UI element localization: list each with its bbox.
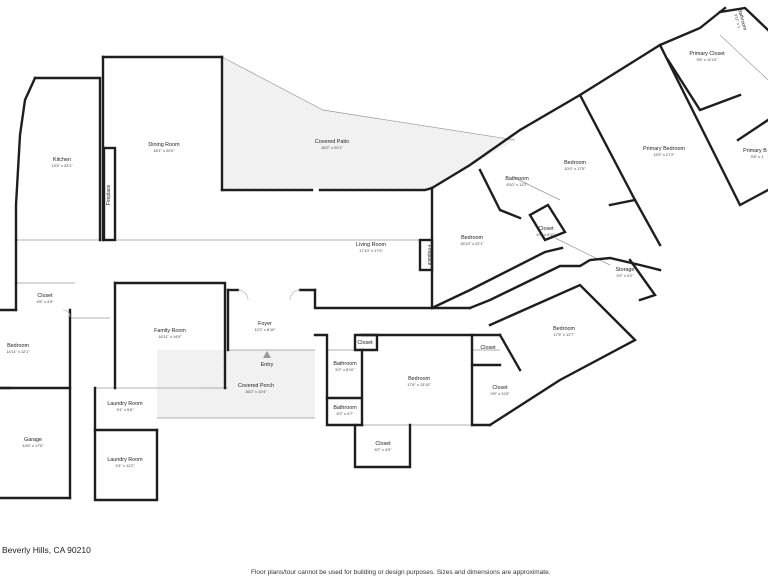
entry-marker-icon xyxy=(263,351,271,358)
bathroom-b-dim: 5'2" x 4'7" xyxy=(336,411,354,416)
bedroom-southeast-name: Bedroom xyxy=(553,326,575,332)
walls xyxy=(0,6,768,502)
bathroom-a-name: Bathroom xyxy=(333,361,357,367)
entry-name: Entry xyxy=(261,362,274,368)
closet-east-a-name: Closet xyxy=(480,345,496,351)
closet-west-name: Closet xyxy=(37,293,53,299)
living-room-dim: 17'10" x 17'0" xyxy=(359,248,383,253)
door-swings xyxy=(62,289,301,389)
bedroom-west-dim: 14'11" x 12'1" xyxy=(6,349,30,354)
bathroom-ne-dim: 8'10" x 11'2" xyxy=(506,182,528,187)
laundry-1-name: Laundry Room xyxy=(107,401,143,407)
covered-patio-name: Covered Patio xyxy=(315,139,349,145)
bedroom-northeast-name: Bedroom xyxy=(461,235,483,241)
dining-room-name: Dining Room xyxy=(148,142,180,148)
room-labels: Kitchen 13'3" x 25'1" Dining Room 18'1" … xyxy=(6,8,767,468)
covered-patio-dim: 45'2" x 20'1" xyxy=(321,145,343,150)
storage-name: Storage xyxy=(616,267,635,273)
covered-porch-dim: 36'2" x 10'4" xyxy=(245,389,267,394)
covered-porch-name: Covered Porch xyxy=(238,383,274,389)
entry-area xyxy=(228,350,315,390)
primary-bedroom-name: Primary Bedroom xyxy=(643,146,685,152)
bathroom-b-name: Bathroom xyxy=(333,405,357,411)
fireplace-dining-label: Fireplace xyxy=(106,185,112,206)
living-room-name: Living Room xyxy=(356,242,386,248)
bedroom-west-name: Bedroom xyxy=(7,343,29,349)
bedroom-center-dim: 17'6" x 13'10" xyxy=(407,382,431,387)
room-outlines xyxy=(16,34,768,431)
kitchen-name: Kitchen xyxy=(53,157,71,163)
closet-west-dim: 4'6" x 4'9" xyxy=(36,299,54,304)
fireplace-living-label: Fireplace xyxy=(426,245,432,266)
primary-closet-dim: 9'8" x 11'10" xyxy=(696,57,718,62)
closet-ne-dim: 6'9" x 5'11" xyxy=(537,232,557,237)
property-address: Beverly Hills, CA 90210 xyxy=(2,545,91,555)
family-room-name: Family Room xyxy=(154,328,186,334)
bedroom-northeast-dim: 15'10" x 22'1" xyxy=(460,241,484,246)
bathroom-ne-name: Bathroom xyxy=(505,176,529,182)
laundry-2-name: Laundry Room xyxy=(107,457,143,463)
bedroom-upper-name: Bedroom xyxy=(564,160,586,166)
closet-hall-name: Closet xyxy=(357,340,373,346)
bathroom-a-dim: 5'2" x 8'10" xyxy=(335,367,355,372)
primary-closet-name: Primary Closet xyxy=(689,51,725,57)
bedroom-upper-dim: 10'0" x 17'5" xyxy=(564,166,586,171)
closet-ne-name: Closet xyxy=(538,226,554,232)
covered-patio-area xyxy=(222,57,515,188)
closet-east-b-dim: 9'5" x 11'5" xyxy=(491,391,511,396)
laundry-2-dim: 9'1" x 11'2" xyxy=(116,463,136,468)
kitchen-dim: 13'3" x 25'1" xyxy=(51,163,73,168)
family-room-dim: 16'11" x 14'9" xyxy=(158,334,182,339)
primary-bath-dim: 9'8" x 1 xyxy=(751,154,764,159)
bathroom-corner-name: Bathroom xyxy=(736,8,747,31)
closet-south-dim: 8'2" x 4'9" xyxy=(374,447,392,452)
storage-dim: 9'2" x 4'2" xyxy=(616,273,634,278)
foyer-name: Foyer xyxy=(258,321,272,327)
floor-plan-disclaimer: Floor plans/tour cannot be used for buil… xyxy=(251,569,551,576)
bedroom-center-name: Bedroom xyxy=(408,376,430,382)
laundry-1-dim: 9'1" x 5'6" xyxy=(116,407,134,412)
bedroom-southeast-dim: 17'5" x 12'7" xyxy=(553,332,575,337)
bathroom-corner-dim: 3'11" x 1 xyxy=(733,13,742,28)
garage-name: Garage xyxy=(24,437,42,443)
primary-bath-name: Primary B xyxy=(743,148,767,154)
primary-bedroom-dim: 19'2" x 27'2" xyxy=(653,152,675,157)
garage-dim: 14'6" x 17'0" xyxy=(22,443,44,448)
closet-east-b-name: Closet xyxy=(492,385,508,391)
foyer-dim: 12'2" x 8'10" xyxy=(254,327,276,332)
dining-room-dim: 18'1" x 20'0" xyxy=(153,148,175,153)
closet-south-name: Closet xyxy=(375,441,391,447)
